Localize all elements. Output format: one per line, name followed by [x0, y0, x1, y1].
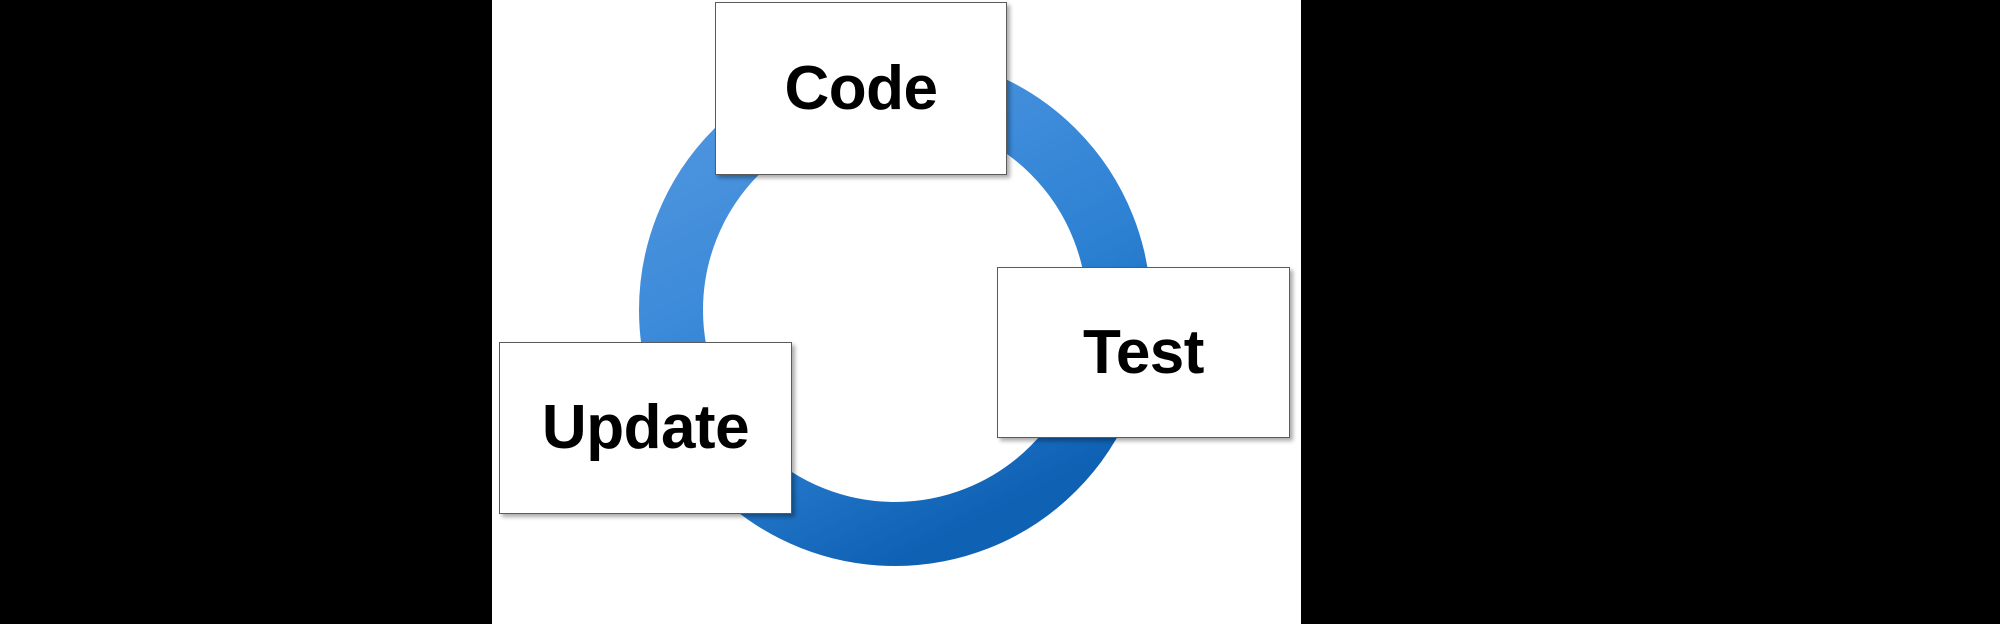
node-box-test[interactable]: Test — [997, 267, 1290, 438]
node-label-update: Update — [541, 393, 750, 462]
slide-canvas: Code Test Update — [492, 0, 1301, 624]
node-box-code[interactable]: Code — [715, 2, 1007, 175]
node-box-update[interactable]: Update — [499, 342, 792, 514]
node-label-test: Test — [1083, 317, 1204, 387]
node-label-code: Code — [784, 53, 939, 123]
